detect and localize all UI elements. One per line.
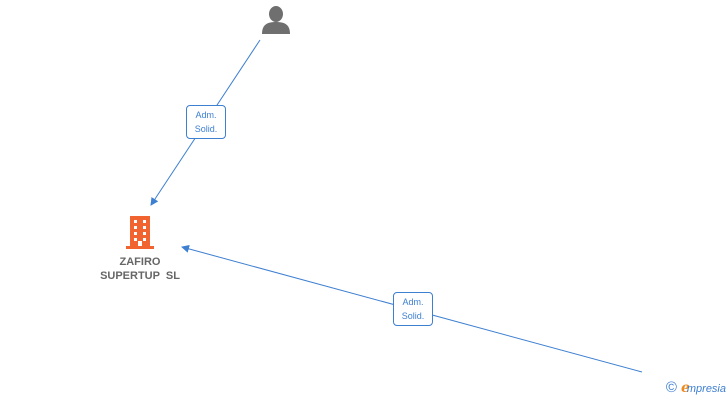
- building-icon: [126, 216, 154, 249]
- person-node[interactable]: [258, 4, 294, 36]
- brand-watermark: © empresia: [665, 379, 726, 397]
- company-name-line2: SUPERTUP SL: [100, 270, 180, 282]
- company-name-line1: ZAFIRO: [119, 256, 161, 268]
- logo-initial: e: [680, 380, 690, 396]
- edge-label-line2: Solid.: [194, 124, 218, 134]
- copyright-symbol: ©: [665, 379, 677, 396]
- edge-label-offscreen-company[interactable]: Adm. Solid.: [393, 292, 433, 326]
- edge-label-line2: Solid.: [401, 311, 425, 321]
- company-name[interactable]: ZAFIRO SUPERTUP SL: [80, 255, 200, 283]
- company-node[interactable]: [124, 214, 156, 250]
- person-icon: [262, 6, 290, 34]
- empresia-logo: empresia: [681, 380, 726, 396]
- logo-rest: mpresia: [686, 383, 726, 395]
- edge-label-line1: Adm.: [195, 110, 217, 120]
- edge-label-person-company[interactable]: Adm. Solid.: [186, 105, 226, 139]
- edge-label-line1: Adm.: [402, 297, 424, 307]
